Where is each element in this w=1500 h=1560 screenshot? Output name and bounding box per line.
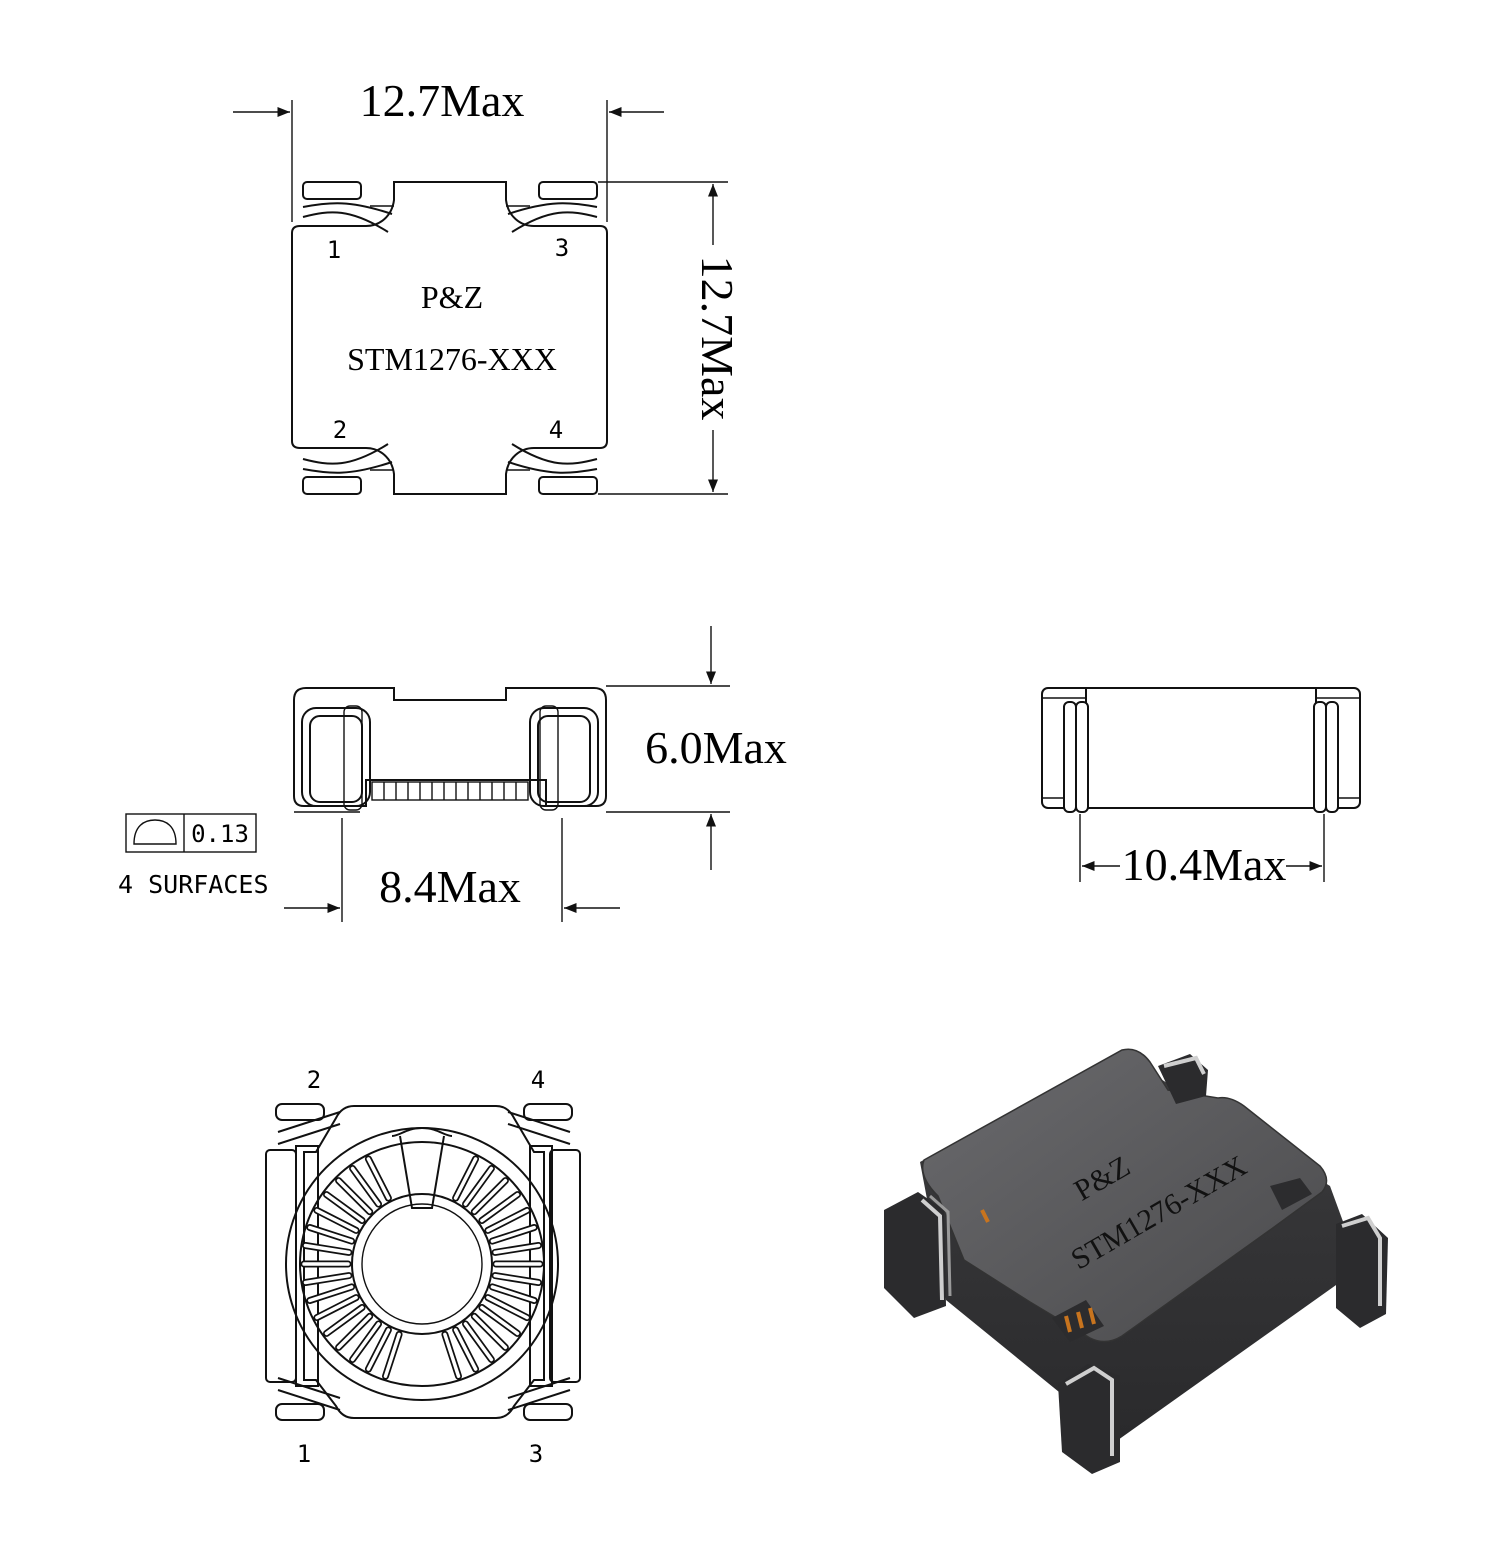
flatness-callout: 0.13 4 SURFACES	[118, 813, 269, 899]
bottom-pin-4: 4	[531, 1066, 545, 1094]
top-width-dimension: 12.7Max	[233, 75, 664, 222]
winding-turn-fill	[366, 1157, 391, 1200]
winding-turn-fill	[453, 1157, 478, 1200]
winding-turn-fill	[308, 1225, 354, 1243]
render-terminal-bottom	[1058, 1364, 1120, 1474]
winding-turn-fill	[366, 1328, 391, 1371]
profile-symbol-icon	[133, 819, 177, 845]
side-height-label: 6.0Max	[645, 722, 787, 773]
bottom-view: 2 4 1 3	[265, 1066, 581, 1468]
bottom-pin-2: 2	[307, 1066, 321, 1094]
winding-turn-fill	[324, 1192, 364, 1223]
end-length-dimension: 10.4Max	[1079, 814, 1325, 890]
top-height-dimension: 12.7Max	[598, 181, 743, 495]
copper-winding-visible	[980, 1209, 1096, 1333]
winding-turn-fill	[480, 1305, 520, 1336]
top-height-label: 12.7Max	[692, 256, 743, 421]
top-brand: P&Z	[421, 279, 483, 315]
winding-turn-fill	[486, 1208, 529, 1233]
side-winding-right	[529, 705, 599, 811]
winding-turn-fill	[303, 1243, 351, 1255]
render-terminal-left	[884, 1192, 952, 1318]
top-lead-2	[302, 443, 394, 495]
side-lead-span-dimension: 8.4Max	[284, 811, 620, 922]
render-terminal-top	[1158, 1054, 1208, 1104]
side-coil-turns	[371, 781, 529, 801]
top-lead-3	[506, 181, 598, 233]
end-body-outline	[1041, 687, 1361, 809]
top-body-outline	[291, 181, 608, 495]
winding-turn-fill	[480, 1192, 520, 1223]
end-lead-right	[1313, 701, 1339, 813]
top-pin-1: 1	[327, 236, 341, 264]
winding-turn-fill	[308, 1285, 354, 1303]
winding-turn-fill	[453, 1328, 478, 1371]
winding-turn-fill	[350, 1322, 381, 1362]
side-lead-span-label: 8.4Max	[379, 861, 521, 912]
winding-turn-fill	[315, 1295, 358, 1320]
winding-turn-fill	[463, 1166, 494, 1206]
winding-turn-fill	[472, 1314, 508, 1350]
bottom-lead-4	[507, 1103, 573, 1145]
bottom-lead-3	[507, 1377, 573, 1421]
top-pin-4: 4	[549, 416, 563, 444]
toroid-turns	[300, 1155, 544, 1380]
render-3d: P&Z STM1276-XXX	[884, 1048, 1388, 1474]
side-body-outline	[293, 687, 607, 807]
top-part-number: STM1276-XXX	[347, 341, 557, 377]
winding-turn-fill	[443, 1332, 461, 1378]
winding-turn-fill	[336, 1178, 372, 1214]
winding-turn-fill	[350, 1166, 381, 1206]
side-view: 6.0Max 8.4Max 0.13 4 SURFACES	[118, 626, 787, 922]
side-winding-left	[301, 705, 371, 811]
winding-turn-fill	[383, 1332, 401, 1378]
winding-turn-fill	[493, 1243, 541, 1255]
winding-turn-fill	[336, 1314, 372, 1350]
winding-turn-fill	[463, 1322, 494, 1362]
bottom-lead-2	[275, 1103, 341, 1145]
top-lead-4	[506, 443, 598, 495]
winding-turn-fill	[493, 1273, 541, 1285]
bottom-toroid	[285, 1126, 559, 1401]
winding-turn-fill	[490, 1225, 536, 1243]
winding-turn-fill	[490, 1285, 536, 1303]
top-pin-2: 2	[333, 416, 347, 444]
top-width-label: 12.7Max	[360, 75, 525, 126]
side-height-dimension: 6.0Max	[606, 626, 787, 870]
winding-turn-fill	[472, 1178, 508, 1214]
end-view: 10.4Max	[1041, 687, 1361, 890]
bottom-lead-1	[275, 1377, 341, 1421]
flatness-note: 4 SURFACES	[118, 870, 269, 899]
end-length-label: 10.4Max	[1122, 839, 1287, 890]
top-lead-1	[302, 181, 394, 233]
winding-turn-fill	[324, 1305, 364, 1336]
flatness-value: 0.13	[191, 820, 249, 848]
render-terminal-right	[1336, 1214, 1388, 1328]
winding-turn-fill	[303, 1273, 351, 1285]
top-view: 12.7Max 12.7Max	[233, 75, 743, 495]
bottom-pin-3: 3	[529, 1440, 543, 1468]
bottom-pin-1: 1	[297, 1440, 311, 1468]
top-pin-3: 3	[555, 234, 569, 262]
render-body-top	[921, 1048, 1328, 1343]
end-lead-left	[1063, 701, 1089, 813]
winding-turn-fill	[315, 1208, 358, 1233]
winding-turn-fill	[486, 1295, 529, 1320]
